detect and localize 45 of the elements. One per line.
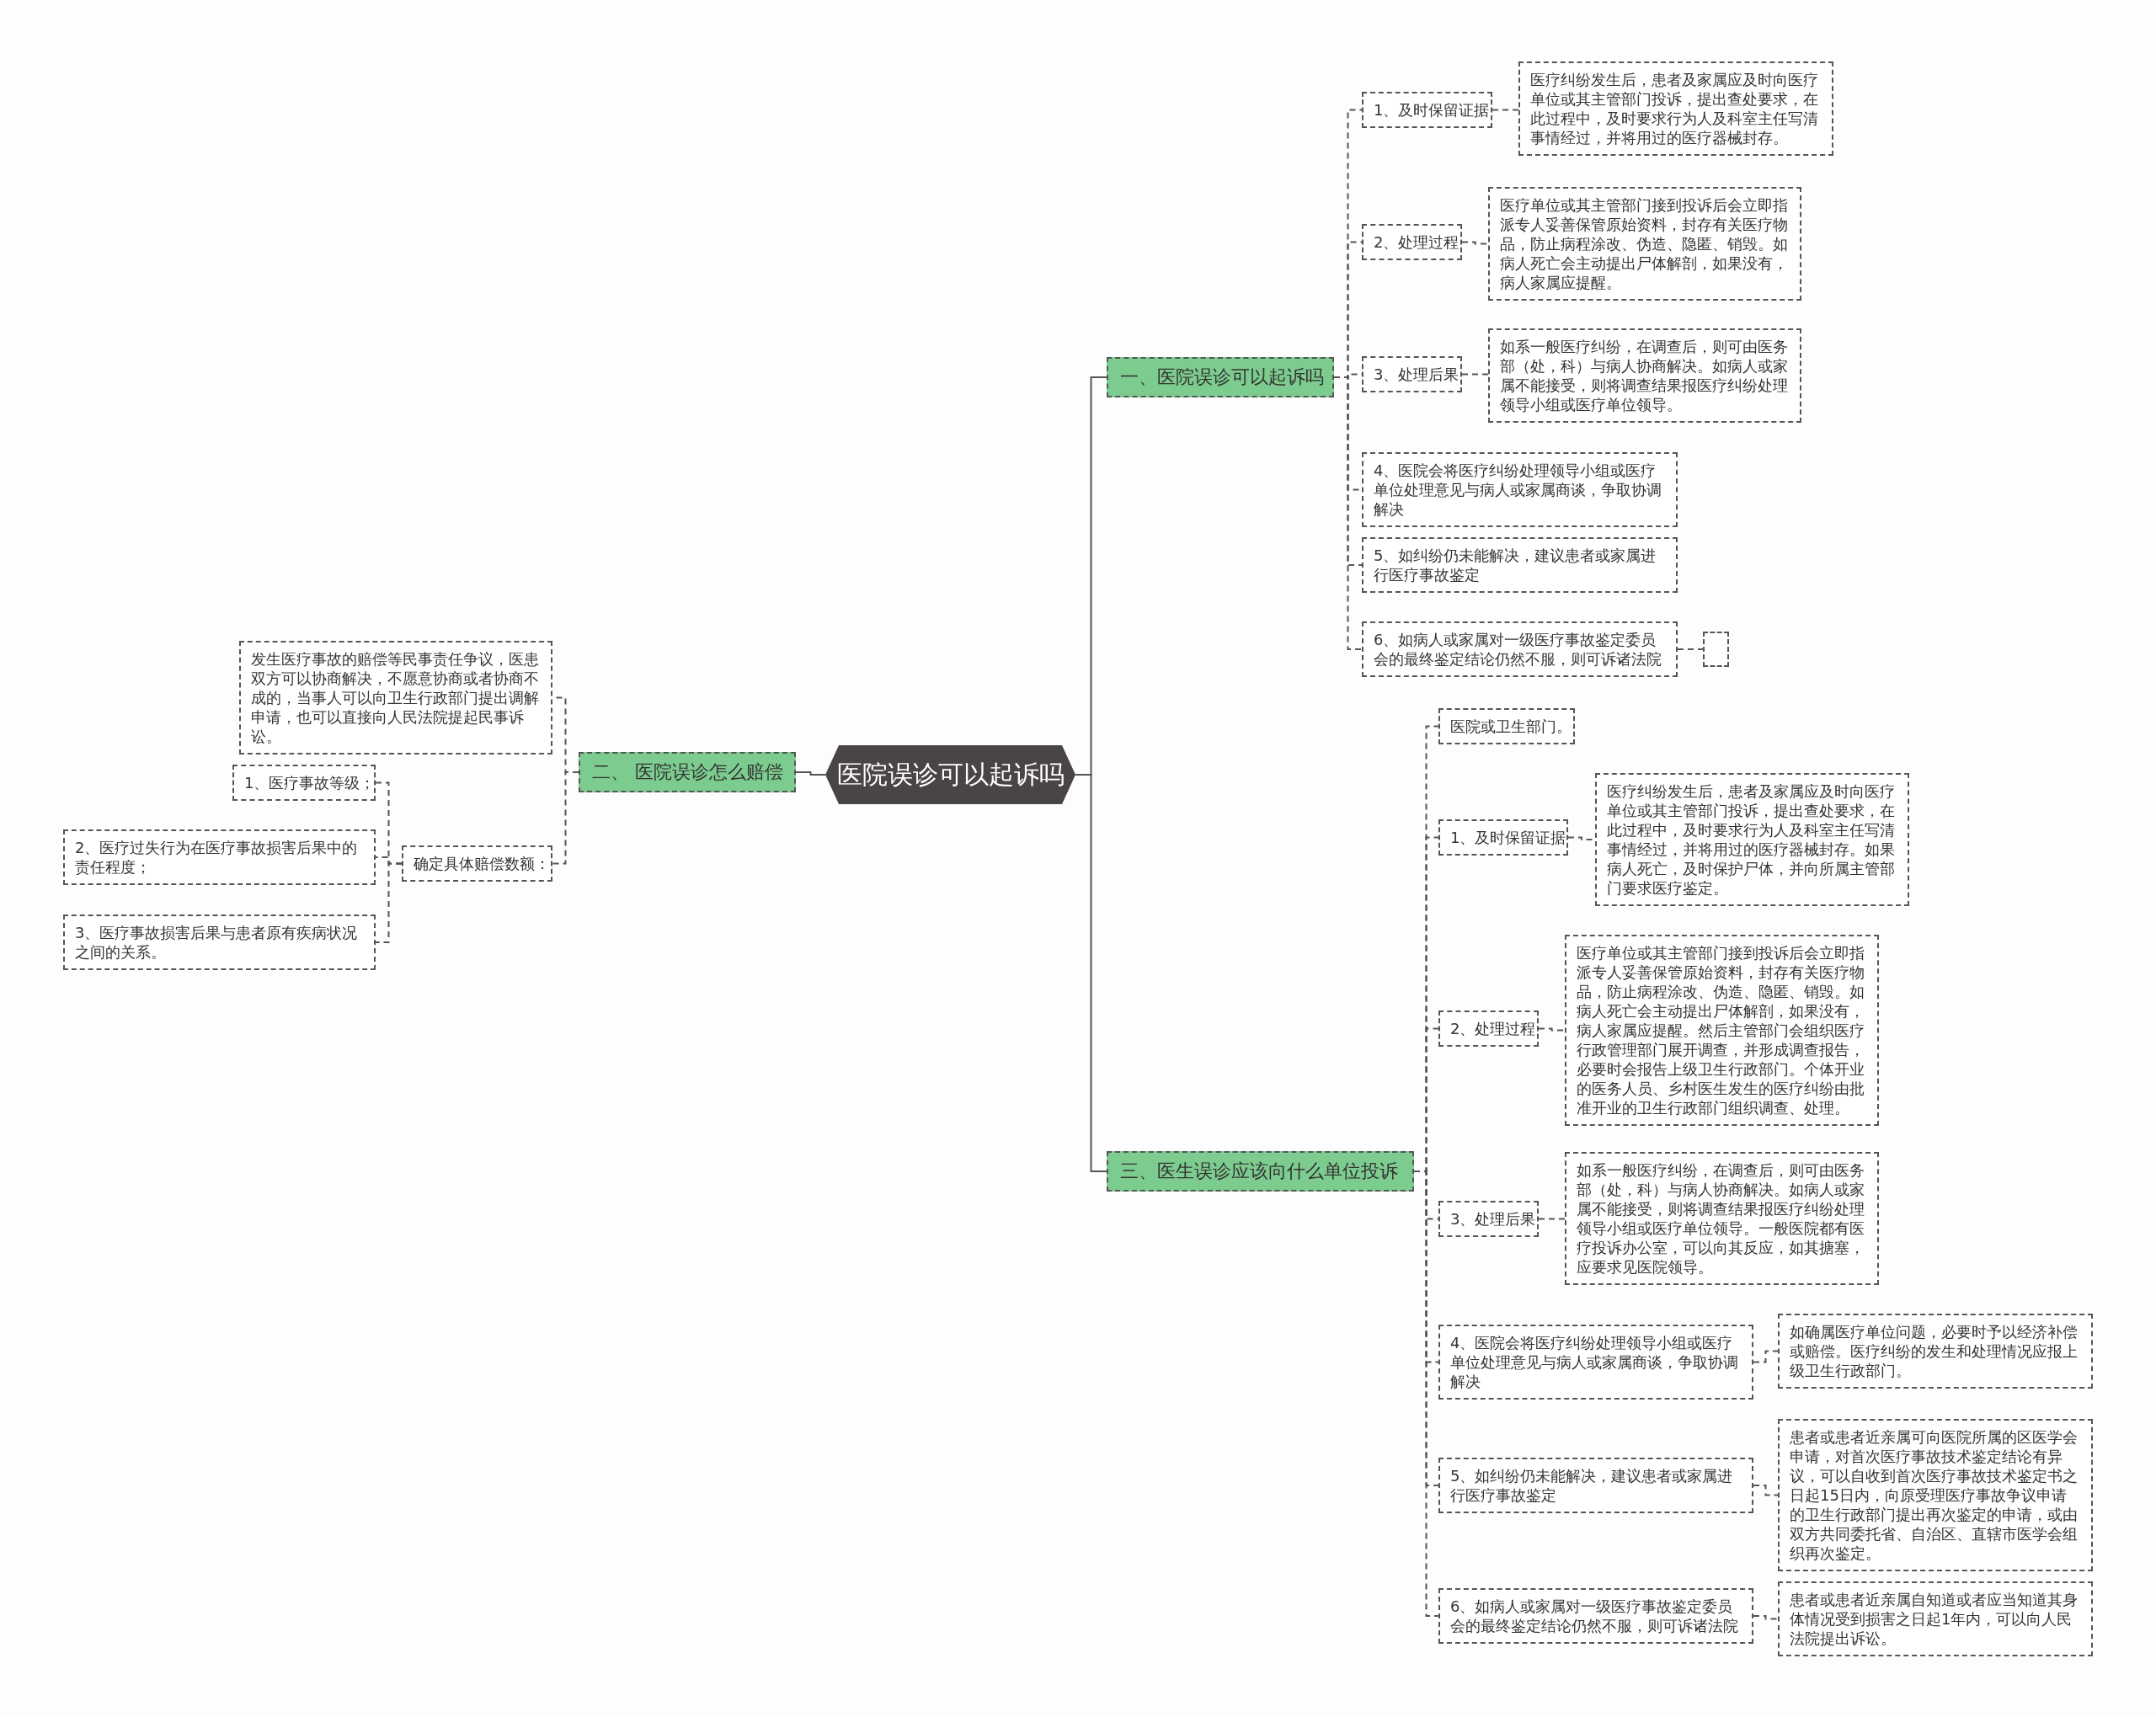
branch-box: 三、医生误诊应该向什么单位投诉 [1107, 1151, 1414, 1192]
text-box: 4、医院会将医疗纠纷处理领导小组或医疗单位处理意见与病人或家属商谈，争取协调解决 [1362, 452, 1678, 527]
text-box: 6、如病人或家属对一级医疗事故鉴定委员会的最终鉴定结论仍然不服，则可诉诸法院 [1438, 1588, 1753, 1644]
connector-line [1753, 1350, 1779, 1363]
topic-box: 医院或卫生部门。 [1438, 708, 1575, 744]
connector-line [1492, 109, 1519, 111]
topic-box: 3、处理后果 [1438, 1201, 1539, 1237]
text-box: 患者或患者近亲属可向医院所属的区医学会申请，对首次医疗事故技术鉴定结论有异议，可以自收到首次医疗事故技术鉴定书之日起15日内，向原受理医疗事故争议申请的卫生行政部门提出再次鉴定的申请，或由双方共同委托省、自治区、直辖市医学会组织再次鉴定。 [1778, 1419, 2093, 1571]
text-box: 医疗单位或其主管部门接到投诉后会立即指派专人妥善保管原始资料，封存有关医疗物品，防止病程涂改、伪造、隐匿、销毁。如病人死亡会主动提出尸体解剖，如果没有，病人家属应提醒。然后主管部门会组织医疗行政管理部门展开调查，并形成调查报告，必要时会报告上级卫生行政部门。个体开业的医务人员、乡村医生发生的医疗纠纷由批准开业的卫生行政部门组织调查、处理。 [1565, 935, 1879, 1126]
text-box: 3、医疗事故损害后果与患者原有疾病状况之间的关系。 [63, 914, 376, 970]
connector-line [1538, 1027, 1566, 1032]
topic-box: 1、及时保留证据 [1362, 92, 1492, 128]
connector-line [1333, 376, 1363, 650]
text-box: 6、如病人或家属对一级医疗事故鉴定委员会的最终鉴定结论仍然不服，则可诉诸法院 [1362, 621, 1678, 677]
branch-box: 一、医院误诊可以起诉吗 [1107, 357, 1334, 397]
connector-line [1538, 1218, 1566, 1220]
text-box: 5、如纠纷仍未能解决，建议患者或家属进行医疗事故鉴定 [1438, 1458, 1753, 1513]
connector-line [1677, 648, 1704, 650]
empty-box [1703, 632, 1729, 667]
connector-line [375, 862, 403, 943]
topic-box: 1、医疗事故等级； [232, 765, 376, 801]
text-box: 5、如纠纷仍未能解决，建议患者或家属进行医疗事故鉴定 [1362, 537, 1678, 593]
topic-box: 3、处理后果 [1362, 356, 1462, 392]
text-box: 发生医疗事故的赔偿等民事责任争议，医患双方可以协商解决，不愿意协商或者协商不成的，当事人可以向卫生行政部门提出调解申请，也可以直接向人民法院提起民事诉讼。 [239, 641, 552, 755]
text-box: 如系一般医疗纠纷，在调查后，则可由医务部（处，科）与病人协商解决。如病人或家属不能接受，则将调查结果报医疗纠纷处理领导小组或医疗单位领导。一般医院都有医疗投诉办公室，可以向其反应，如其搪塞，应要求见医院领导。 [1565, 1152, 1879, 1285]
connector-line [1461, 241, 1489, 245]
connector-line [1461, 373, 1489, 376]
root-topic: 医院误诊可以起诉吗 [825, 745, 1075, 804]
connector-line [795, 771, 826, 776]
topic-box: 确定具体赔偿数额： [402, 845, 552, 882]
text-box: 医疗单位或其主管部门接到投诉后会立即指派专人妥善保管原始资料，封存有关医疗物品，防止病程涂改、伪造、隐匿、销毁。如病人死亡会主动提出尸体解剖，如果没有，病人家属应提醒。 [1488, 187, 1801, 301]
text-box: 如系一般医疗纠纷，在调查后，则可由医务部（处，科）与病人协商解决。如病人或家属不能接受，则将调查结果报医疗纠纷处理领导小组或医疗单位领导。 [1488, 328, 1801, 423]
branch-box: 二、 医院误诊怎么赔偿 [579, 752, 796, 792]
text-box: 患者或患者近亲属自知道或者应当知道其身体情况受到损害之日起1年内，可以向人民法院提出诉讼。 [1778, 1581, 2093, 1656]
connector-line [1753, 1615, 1779, 1620]
text-box: 4、医院会将医疗纠纷处理领导小组或医疗单位处理意见与病人或家属商谈，争取协调解决 [1438, 1325, 1753, 1400]
connector-line [1753, 1485, 1779, 1496]
topic-box: 2、处理过程 [1362, 224, 1462, 260]
connector-line [552, 771, 579, 865]
topic-box: 2、处理过程 [1438, 1010, 1539, 1047]
topic-box: 1、及时保留证据 [1438, 819, 1568, 856]
text-box: 医疗纠纷发生后，患者及家属应及时向医疗单位或其主管部门投诉，提出查处要求，在此过程中，及时要求行为人及科室主任写清事情经过，并将用过的医疗器械封存。如果病人死亡，及时保护尸体，并向所属主管部门要求医疗鉴定。 [1595, 773, 1909, 906]
text-box: 2、医疗过失行为在医疗事故损害后果中的责任程度； [63, 829, 376, 885]
text-box: 如确属医疗单位问题，必要时予以经济补偿或赔偿。医疗纠纷的发生和处理情况应报上级卫生行政部门。 [1778, 1314, 2093, 1389]
text-box: 医疗纠纷发生后，患者及家属应及时向医疗单位或其主管部门投诉，提出查处要求，在此过程中，及时要求行为人及科室主任写清事情经过，并将用过的医疗器械封存。 [1518, 61, 1833, 156]
